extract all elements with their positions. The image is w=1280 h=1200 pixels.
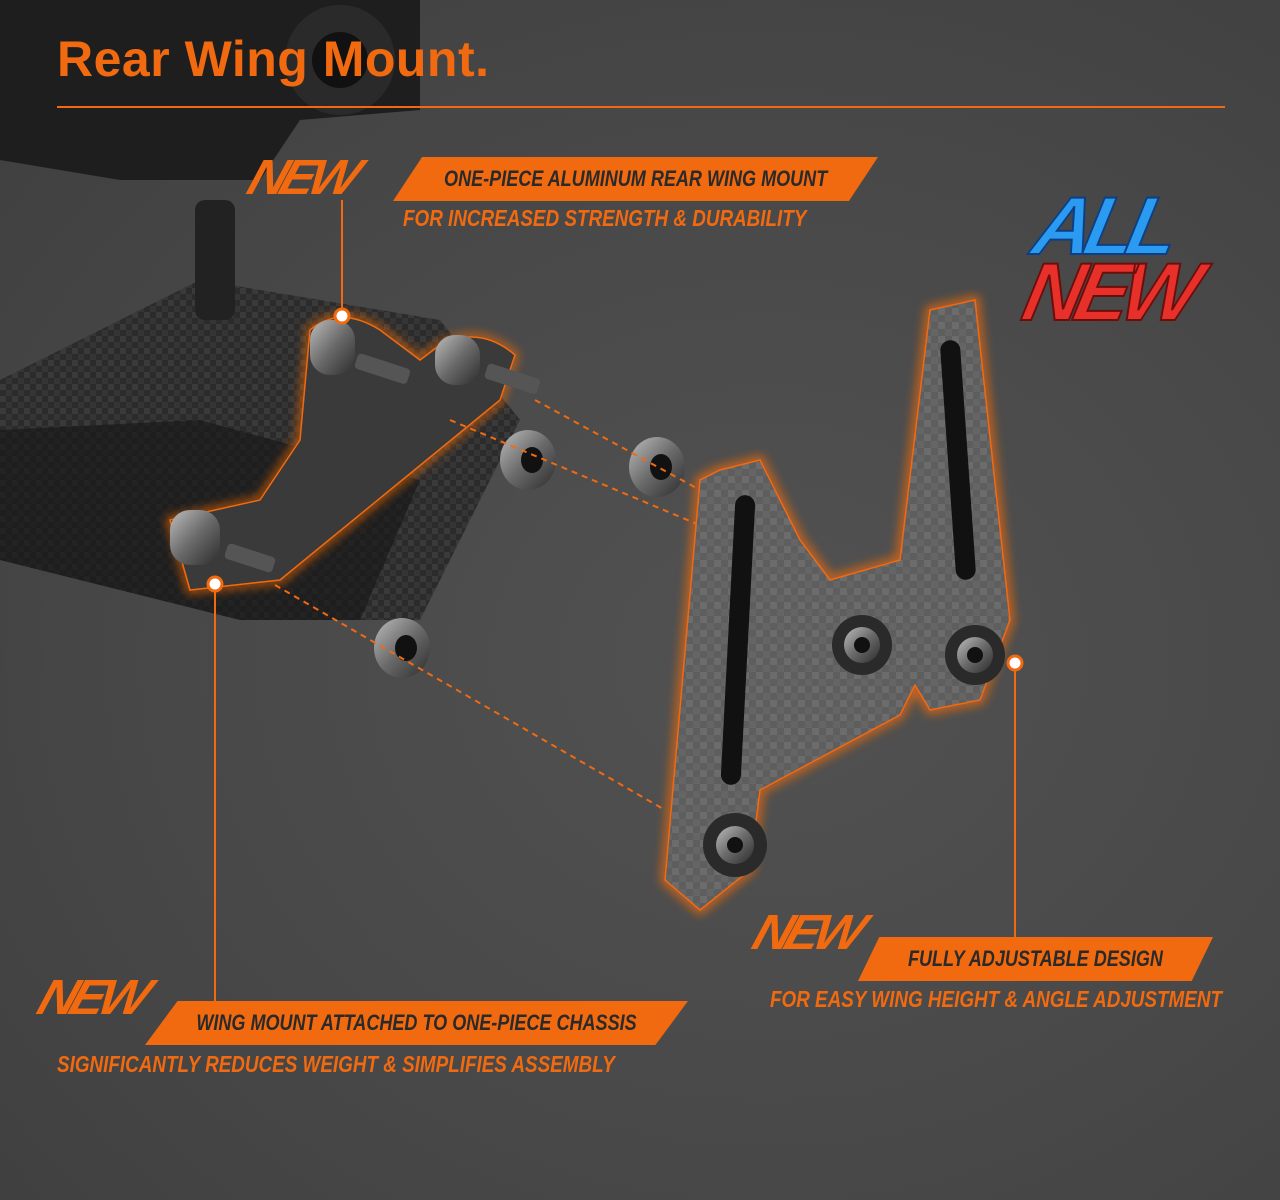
callout-headline: ONE-PIECE ALUMINUM REAR WING MOUNT [393,157,878,201]
new-tag: NEW [31,970,153,1026]
callout-headline-text: ONE-PIECE ALUMINUM REAR WING MOUNT [443,166,828,191]
spacers [374,430,685,678]
badge-line-2: NEW [1014,246,1203,339]
new-tag: NEW [241,150,363,206]
leader-dots [206,307,1024,672]
callout-subline: SIGNIFICANTLY REDUCES WEIGHT & SIMPLIFIE… [57,1051,615,1077]
title-divider [57,106,1225,108]
callout-subline: FOR EASY WING HEIGHT & ANGLE ADJUSTMENT [770,986,1222,1012]
page-title: Rear Wing Mount. [57,31,490,87]
aluminum-wing-mount [169,316,540,591]
callout-headline-text: WING MOUNT ATTACHED TO ONE-PIECE CHASSIS [196,1010,637,1035]
leader-lines [214,200,1016,1002]
callout-headline: WING MOUNT ATTACHED TO ONE-PIECE CHASSIS [145,1001,688,1045]
all-new-badge: ALL NEW [1014,180,1235,340]
new-tag: NEW [746,905,868,961]
callout-headline-text: FULLY ADJUSTABLE DESIGN [908,946,1163,971]
wing-plate [664,299,1011,911]
callout-subline: FOR INCREASED STRENGTH & DURABILITY [403,205,807,231]
callout-headline: FULLY ADJUSTABLE DESIGN [858,937,1213,981]
